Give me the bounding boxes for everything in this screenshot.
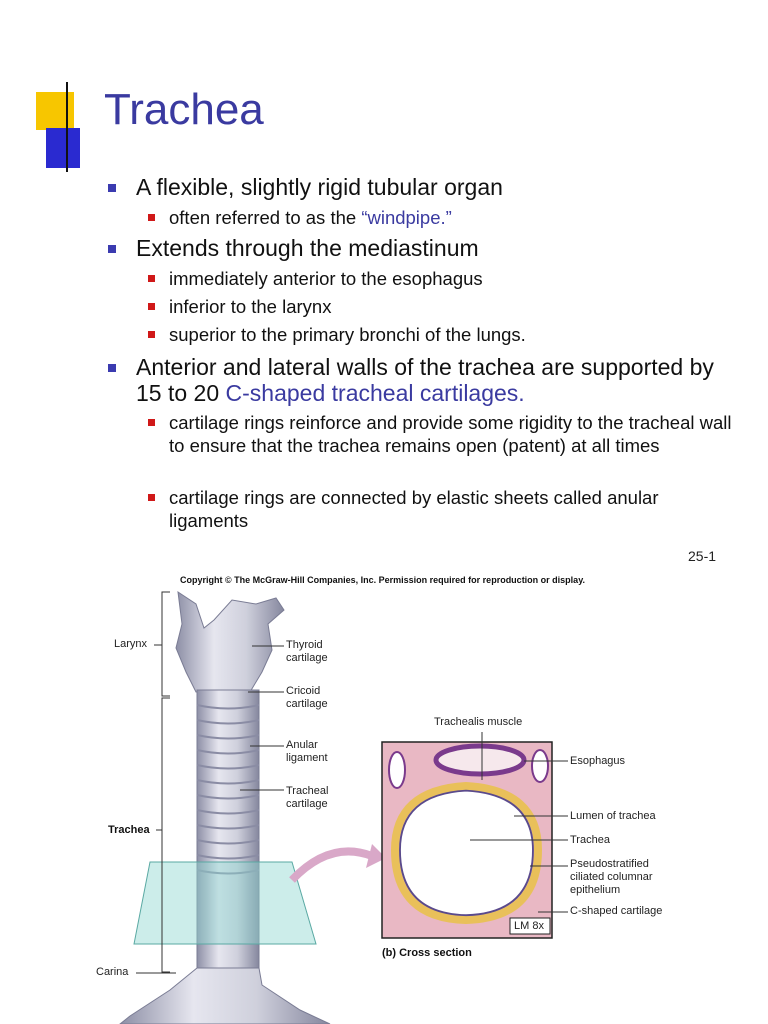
label-cricoid-cartilage: Cricoid cartilage bbox=[286, 685, 328, 710]
trachea-bracket bbox=[161, 697, 170, 973]
label-thyroid-cartilage: Thyroid cartilage bbox=[286, 639, 328, 664]
larynx-shape bbox=[175, 590, 285, 693]
lm-badge bbox=[509, 917, 551, 935]
bullet-text: superior to the primary bronchi of the l… bbox=[169, 324, 526, 345]
esophagus-shape bbox=[433, 743, 527, 777]
label-trachealis-muscle: Trachealis muscle bbox=[434, 716, 523, 728]
bullet-marker bbox=[108, 245, 116, 253]
deco-yellow-square bbox=[36, 92, 74, 130]
bullet-text: immediately anterior to the esophagus bbox=[169, 268, 483, 289]
label-esophagus: Esophagus bbox=[570, 755, 626, 767]
bullet-text: often referred to as the “windpipe.” bbox=[169, 206, 739, 229]
windpipe-highlight: “windpipe.” bbox=[361, 207, 452, 228]
bullet-text: inferior to the larynx bbox=[169, 296, 332, 317]
bullet-text-plain: often referred to as the bbox=[169, 207, 362, 228]
copyright-notice: Copyright © The McGraw-Hill Companies, I… bbox=[180, 575, 586, 585]
trachea-illustration bbox=[119, 590, 568, 1024]
label-pseudostratified-epithelium: Pseudostratified ciliated columnar epith… bbox=[570, 858, 653, 896]
slide-title: Trachea bbox=[104, 85, 264, 134]
bullet-marker bbox=[148, 331, 155, 338]
bullet-marker bbox=[148, 275, 155, 282]
bullet-marker bbox=[148, 214, 155, 221]
deco-blue-square bbox=[46, 128, 80, 168]
label-trachea: Trachea bbox=[108, 824, 150, 836]
label-tracheal-cartilage: Tracheal cartilage bbox=[286, 785, 329, 810]
bullet-marker bbox=[108, 364, 116, 372]
bullet-text: Extends through the mediastinum bbox=[136, 235, 479, 261]
c-shaped-highlight: C-shaped tracheal cartilages. bbox=[225, 380, 525, 406]
page-number: 25-1 bbox=[688, 548, 717, 564]
bullet-marker bbox=[108, 184, 116, 192]
bullet-marker bbox=[148, 303, 155, 310]
label-trachea-cross: Trachea bbox=[570, 834, 610, 846]
cross-section-plane bbox=[133, 861, 317, 945]
figure-caption: (b) Cross section bbox=[382, 947, 472, 959]
label-lm: LM 8x bbox=[514, 920, 544, 932]
label-carina: Carina bbox=[96, 966, 129, 978]
label-anular-ligament: Anular ligament bbox=[286, 739, 328, 764]
bullet-text-plain: Anterior and lateral walls of the trache… bbox=[136, 354, 714, 406]
arrow-head bbox=[366, 844, 386, 868]
bullet-text: Anterior and lateral walls of the trache… bbox=[136, 354, 736, 406]
bullet-text: cartilage rings reinforce and provide so… bbox=[169, 412, 732, 456]
deco-vertical-line bbox=[66, 82, 68, 172]
bullet-text: A flexible, slightly rigid tubular organ bbox=[136, 174, 503, 200]
trachea-cross-section bbox=[390, 781, 543, 925]
cartilage-rings bbox=[196, 704, 260, 875]
bronchi-shape bbox=[119, 967, 331, 1024]
bullet-marker bbox=[148, 419, 155, 426]
label-lumen-of-trachea: Lumen of trachea bbox=[570, 810, 656, 822]
arrow-icon bbox=[289, 847, 374, 883]
larynx-bracket bbox=[161, 591, 170, 697]
bullet-marker bbox=[148, 494, 155, 501]
bullet-text: cartilage rings are connected by elastic… bbox=[169, 487, 659, 531]
label-c-shaped-cartilage: C-shaped cartilage bbox=[570, 905, 663, 917]
label-larynx: Larynx bbox=[114, 638, 148, 650]
